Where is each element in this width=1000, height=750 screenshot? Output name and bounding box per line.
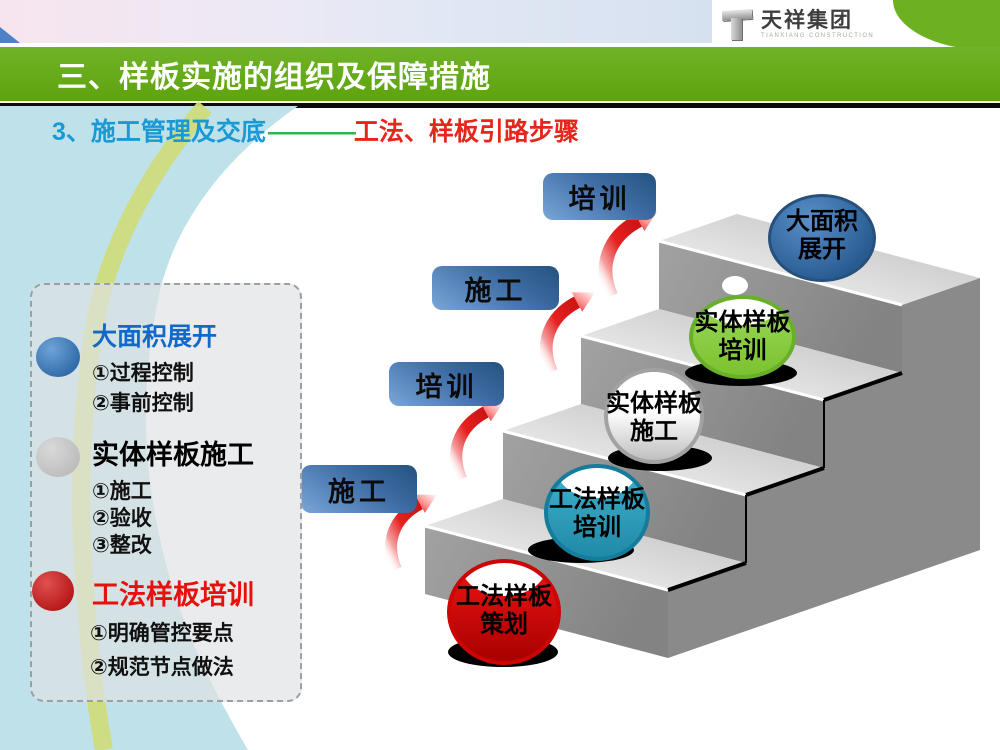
stair-edge-shadows: [667, 371, 903, 592]
legend-point: ②事前控制: [92, 392, 194, 415]
arrow-up-4: [606, 210, 659, 296]
sphere-label-line2: 展开: [798, 236, 846, 263]
sphere-ball: [447, 559, 561, 665]
step-button-label: 培训: [415, 371, 478, 402]
sphere-large-scale-rollout: 大面积 展开: [768, 194, 876, 282]
subtitle-topic: 施工管理及交底: [90, 118, 266, 146]
legend-point: ①过程控制: [92, 362, 194, 385]
sphere-label: 工法样板 培训: [524, 486, 670, 542]
legend-title-method-training: 工法样板培训: [92, 580, 254, 610]
subtitle-highlight: 工法、样板引路步骤: [353, 118, 579, 146]
step-button-construction-upper: 施工: [432, 266, 559, 310]
sphere-label: 实体样板 施工: [584, 390, 724, 446]
sphere-physical-sample-training: 实体样板 培训: [689, 295, 796, 379]
sphere-label: 实体样板 培训: [669, 309, 816, 365]
subtitle-number: 3、: [52, 118, 91, 146]
step-button-label: 施工: [328, 476, 390, 507]
step-button-training-lower: 培训: [389, 362, 504, 406]
sphere-physical-sample-construction: 实体样板 施工: [604, 368, 704, 464]
arrow-up-2: [456, 403, 503, 480]
sphere-ball: [544, 464, 650, 561]
step-button-label: 培训: [568, 184, 631, 214]
divider-line: [0, 103, 1000, 108]
page-title: 三、样板实施的组织及保障措施: [57, 61, 491, 94]
small-highlight-ellipse: [722, 276, 748, 295]
sphere-label-line2: 培训: [573, 514, 621, 541]
sphere-label-line2: 策划: [480, 611, 528, 638]
company-logo: 天祥集团 TIANXIANG CONSTRUCTION: [712, 0, 893, 48]
title-bar: 三、样板实施的组织及保障措施: [0, 47, 1000, 101]
legend-point: ③整改: [92, 534, 152, 557]
subtitle: 3、施工管理及交底————工法、样板引路步骤: [52, 112, 579, 148]
legend-dot-blue: [36, 337, 80, 377]
sphere-label-line1: 实体样板: [694, 309, 791, 336]
legend-title-rollout: 大面积展开: [92, 323, 218, 351]
sphere-label-line1: 工法样板: [549, 486, 645, 513]
legend-point: ①施工: [92, 480, 152, 503]
sphere-ball: [604, 368, 704, 464]
legend-panel: 大面积展开 ①过程控制 ②事前控制 实体样板施工 ①施工 ②验收 ③整改 工法样…: [30, 283, 302, 702]
step-button-construction-bottom: 施工: [301, 465, 417, 513]
sphere-label-line2: 培训: [718, 337, 767, 364]
sphere-label-line2: 施工: [630, 418, 678, 445]
sphere-label: 大面积 展开: [748, 208, 896, 264]
corner-triangle-icon: [0, 27, 20, 43]
sphere-ball: [768, 194, 876, 282]
legend-dot-red: [32, 571, 74, 611]
logo-t-icon: [721, 7, 753, 41]
logo-company-name: 天祥集团: [761, 8, 853, 32]
step-button-training-top: 培训: [543, 173, 656, 220]
logo-text-block: 天祥集团 TIANXIANG CONSTRUCTION: [761, 9, 874, 39]
subtitle-dash: ————: [267, 118, 356, 146]
logo-company-subtitle: TIANXIANG CONSTRUCTION: [761, 33, 875, 39]
sphere-ball: [689, 295, 796, 379]
sphere-method-sample-planning: 工法样板 策划: [447, 559, 561, 665]
step-button-label: 施工: [464, 275, 527, 306]
sphere-label-line1: 实体样板: [606, 390, 702, 417]
header-band: [0, 0, 712, 43]
logo-t-stem: [731, 18, 742, 40]
sphere-label-line1: 工法样板: [456, 583, 552, 610]
sphere-method-sample-training: 工法样板 培训: [544, 464, 650, 561]
legend-dot-gray: [36, 437, 80, 477]
legend-title-physical-sample: 实体样板施工: [92, 440, 254, 470]
sphere-label: 工法样板 策划: [427, 583, 581, 639]
stair-vertical-edges: [745, 400, 825, 563]
legend-point: ②验收: [92, 507, 152, 530]
sphere-label-line1: 大面积: [786, 208, 858, 235]
legend-point: ①明确管控要点: [90, 622, 234, 645]
legend-point: ②规范节点做法: [90, 656, 234, 679]
